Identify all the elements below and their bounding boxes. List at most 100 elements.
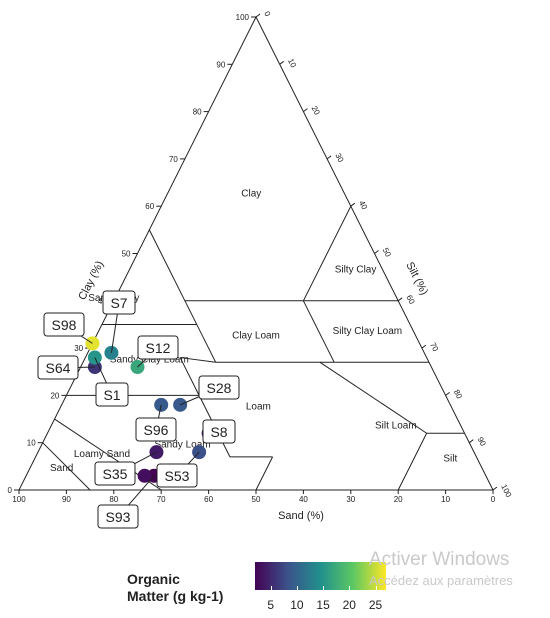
clay-tick-label: 70 [169,155,178,164]
region-boundary [148,229,198,325]
colorbar-tick-label: 15 [316,598,330,612]
label-box [95,382,129,407]
clay-tick-label: 100 [236,13,250,22]
clay-tick-label: 90 [216,60,225,69]
region-boundary [255,456,274,491]
silt-tick-label: 10 [286,57,298,70]
sample-label-s64: S64 [46,360,71,376]
label-box [135,417,177,442]
silt-tick-label: 0 [262,10,272,19]
clay-tick-label: 20 [50,391,59,400]
colorbar-tick-label: 25 [368,598,383,612]
sand-tick-label: 100 [12,495,26,504]
sand-tick-label: 10 [441,495,450,504]
sand-axis-title: Sand (%) [278,510,324,522]
region-label: Loam [246,402,271,413]
silt-tick-mark [492,486,498,491]
sand-tick-label: 0 [491,495,496,504]
sand-tick-label: 90 [62,495,71,504]
silt-tick-label: 90 [476,436,488,449]
colorbar-tick-mark [296,586,298,590]
colorbar-tick-label: 5 [267,598,275,612]
silt-tick-mark [421,344,427,349]
legend-title-line1: Organic [127,571,180,587]
label-box [43,312,85,337]
silt-tick-label: 70 [428,341,440,354]
silt-tick-mark [397,297,403,302]
silt-tick-mark [303,108,308,112]
region-boundary [196,324,217,363]
region-label: Silt [443,454,457,465]
sand-tick-label: 80 [109,495,118,504]
label-box [37,355,79,380]
region-boundary [302,300,335,363]
region-label: Sandy Clay Loam [110,354,189,365]
sample-point-s_a [137,468,152,483]
sample-label-s7: S7 [110,295,127,311]
sample-label-s8: S8 [210,424,227,440]
label-box [137,335,179,360]
silt-tick-mark [445,391,450,396]
colorbar-tick-mark [323,586,325,590]
sample-label-s35: S35 [103,466,128,482]
silt-tick-mark [255,13,261,18]
silt-tick-label: 20 [310,104,322,117]
silt-tick-label: 30 [333,152,345,165]
sample-label-s98: S98 [52,317,77,333]
label-box [94,461,136,486]
silt-tick-label: 50 [381,246,393,259]
windows-activation-watermark: Activer Windows Accédez aux paramètres [369,549,513,588]
region-label: Sandy Loam [154,439,210,450]
silt-tick-mark [350,202,356,207]
label-box [97,504,139,529]
label-box [156,463,198,488]
colorbar-tick-mark [375,586,377,590]
silt-axis-title: Silt (%) [403,260,430,297]
region-label: Silty Clay [335,264,377,275]
sand-tick-label: 70 [157,495,166,504]
colorbar-tick-label: 10 [290,598,304,612]
region-boundary [397,433,428,491]
watermark-line2: Accédez aux paramètres [369,573,513,588]
sand-tick-label: 40 [299,495,308,504]
clay-tick-label: 80 [193,108,202,117]
silt-tick-mark [374,250,379,254]
triangle-outline [18,15,494,491]
silt-tick-mark [279,60,285,65]
label-box [102,290,136,315]
sand-tick-label: 50 [252,495,261,504]
sand-tick-label: 20 [394,495,403,504]
colorbar-tick-mark [270,586,272,590]
region-label: Clay Loam [232,331,280,342]
sand-tick-label: 60 [204,495,213,504]
legend-title: Organic Matter (g kg-1) [127,571,257,605]
silt-tick-mark [468,439,474,444]
region-label: Sand [50,463,73,474]
label-box [202,419,236,444]
label-box [198,375,240,400]
clay-tick-label: 50 [122,250,131,259]
colorbar-tick-mark [349,586,351,590]
clay-tick-label: 30 [74,344,83,353]
silt-tick-label: 60 [404,294,416,307]
colorbar-tick-label: 20 [342,598,356,612]
sample-label-s28: S28 [207,380,232,396]
region-boundary [180,357,216,363]
sample-label-s53: S53 [165,468,190,484]
sample-label-s1: S1 [103,387,120,403]
silt-tick-label: 40 [357,199,369,212]
organic-matter-colorbar [255,562,386,590]
sample-label-s12: S12 [146,340,171,356]
legend-title-line2: Matter (g kg-1) [127,588,224,604]
silt-tick-label: 80 [452,388,464,401]
sand-tick-label: 30 [346,495,355,504]
silt-tick-label: 100 [499,483,513,499]
watermark-line1: Activer Windows [369,549,510,570]
clay-tick-label: 10 [27,439,36,448]
clay-tick-label: 0 [8,486,13,495]
region-boundaries [18,15,494,491]
